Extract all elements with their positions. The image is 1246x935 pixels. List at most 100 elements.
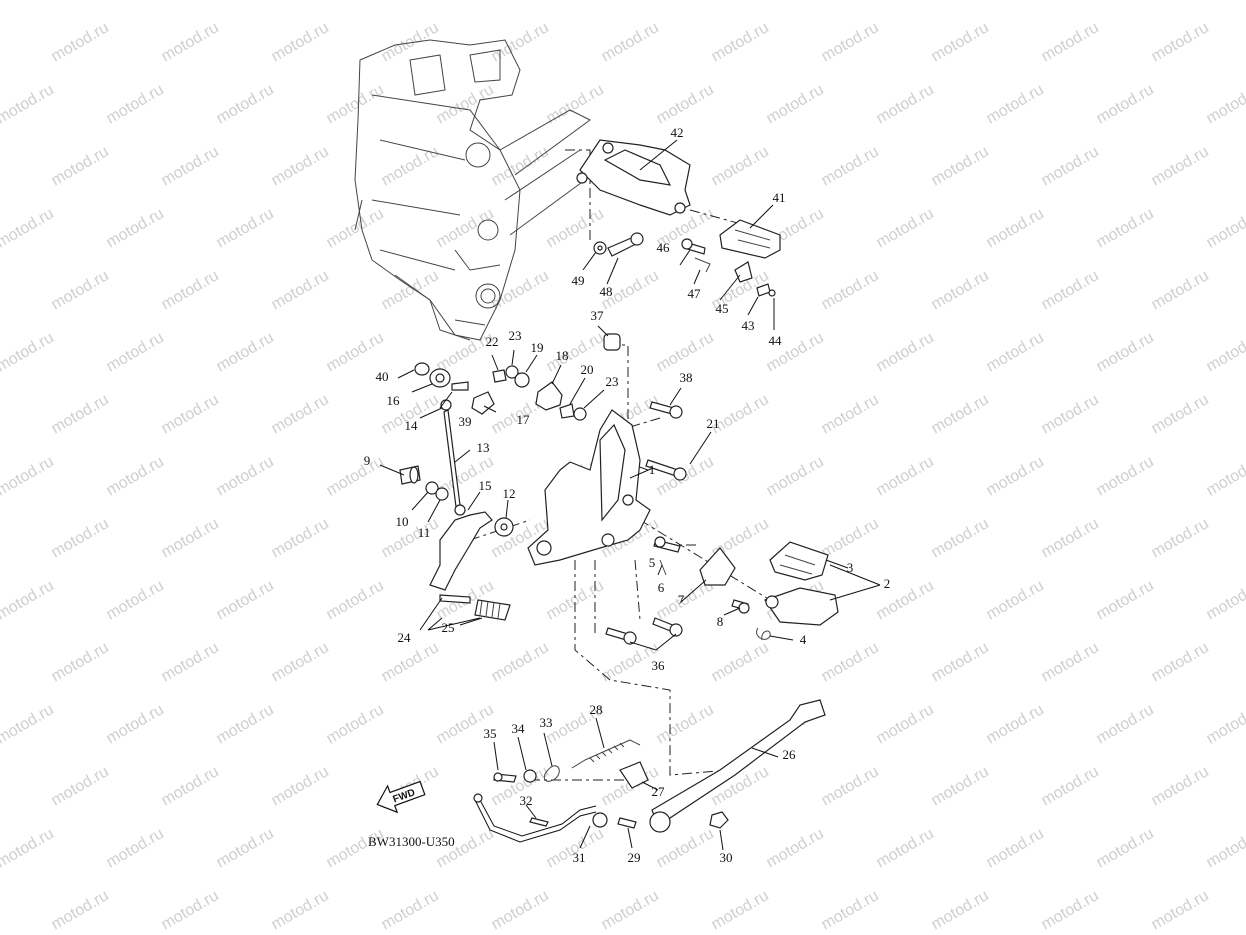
watermark-text: motod.ru (324, 81, 387, 127)
watermark-text: motod.ru (1039, 515, 1102, 561)
part-label-2: 2 (884, 576, 891, 591)
watermark-text: motod.ru (1204, 453, 1246, 499)
part-label-11: 11 (418, 525, 431, 540)
watermark-text: motod.ru (324, 701, 387, 747)
watermark-text: motod.ru (1204, 825, 1246, 871)
watermark-text: motod.ru (214, 81, 277, 127)
watermark-text: motod.ru (379, 887, 442, 933)
watermark-text: motod.ru (214, 453, 277, 499)
watermark-text: motod.ru (104, 329, 167, 375)
watermark-text: motod.ru (379, 143, 442, 189)
watermark-text: motod.ru (0, 205, 57, 251)
watermark-text: motod.ru (104, 825, 167, 871)
watermark-text: motod.ru (929, 267, 992, 313)
part-label-45: 45 (716, 301, 729, 316)
watermark-text: motod.ru (0, 81, 57, 127)
watermark-text: motod.ru (984, 81, 1047, 127)
watermark-text: motod.ru (1094, 701, 1157, 747)
part-label-10: 10 (396, 514, 409, 529)
watermark-text: motod.ru (874, 701, 937, 747)
watermark-text: motod.ru (874, 0, 937, 3)
watermark-text: motod.ru (1039, 143, 1102, 189)
watermark-text: motod.ru (104, 205, 167, 251)
part-label-23: 23 (509, 328, 522, 343)
part-label-40: 40 (376, 369, 389, 384)
part-label-32: 32 (520, 793, 533, 808)
watermark-text: motod.ru (1094, 0, 1157, 3)
diagram-code: BW31300-U350 (368, 834, 455, 849)
watermark-text: motod.ru (1204, 205, 1246, 251)
watermark-text: motod.ru (159, 639, 222, 685)
watermark-text: motod.ru (269, 19, 332, 65)
part-label-14: 14 (405, 418, 419, 433)
watermark-text: motod.ru (159, 143, 222, 189)
frame-drawing (354, 39, 591, 341)
part-label-22: 22 (486, 334, 499, 349)
watermark-text: motod.ru (764, 0, 827, 3)
watermark-text: motod.ru (929, 887, 992, 933)
watermark-text: motod.ru (324, 0, 387, 3)
watermark-text: motod.ru (1204, 81, 1246, 127)
part-label-33: 33 (540, 715, 553, 730)
watermark-text: motod.ru (1149, 639, 1212, 685)
watermark-text: motod.ru (269, 639, 332, 685)
watermark-text: motod.ru (819, 267, 882, 313)
watermark-text: motod.ru (379, 639, 442, 685)
watermark-text: motod.ru (654, 81, 717, 127)
watermark-text: motod.ru (269, 267, 332, 313)
watermark-text: motod.ru (324, 453, 387, 499)
watermark-text: motod.ru (214, 577, 277, 623)
watermark-text: motod.ru (1149, 19, 1212, 65)
part-label-49: 49 (572, 273, 585, 288)
part-label-25: 25 (442, 620, 455, 635)
watermark-text: motod.ru (929, 639, 992, 685)
watermark-text: motod.ru (1039, 19, 1102, 65)
watermark-text: motod.ru (214, 701, 277, 747)
watermark-text: motod.ru (379, 19, 442, 65)
watermark-text: motod.ru (1149, 515, 1212, 561)
part-label-27: 27 (652, 784, 666, 799)
leader-lines (379, 139, 881, 851)
watermark-text: motod.ru (1204, 0, 1246, 3)
watermark-text: motod.ru (0, 267, 2, 313)
watermark-text: motod.ru (489, 639, 552, 685)
watermark-text: motod.ru (709, 639, 772, 685)
watermark-text: motod.ru (654, 701, 717, 747)
part-label-3: 3 (847, 560, 854, 575)
watermark-text: motod.ru (764, 81, 827, 127)
part-label-41: 41 (773, 190, 786, 205)
part-label-23: 23 (606, 374, 619, 389)
part-label-43: 43 (742, 318, 755, 333)
watermark-text: motod.ru (1149, 763, 1212, 809)
watermark-text: motod.ru (984, 453, 1047, 499)
part-label-13: 13 (477, 440, 490, 455)
watermark-text: motod.ru (49, 763, 112, 809)
watermark-text: motod.ru (1094, 205, 1157, 251)
part-label-34: 34 (512, 721, 526, 736)
watermark-text: motod.ru (874, 205, 937, 251)
watermark-text: motod.ru (159, 391, 222, 437)
watermark-text: motod.ru (1149, 887, 1212, 933)
watermark-text: motod.ru (929, 515, 992, 561)
part-label-16: 16 (387, 393, 401, 408)
part-label-24: 24 (398, 630, 412, 645)
watermark-text: motod.ru (544, 329, 607, 375)
watermark-text: motod.ru (984, 0, 1047, 3)
watermark-text: motod.ru (1094, 825, 1157, 871)
watermark-text: motod.ru (1149, 143, 1212, 189)
part-label-47: 47 (688, 286, 702, 301)
watermark-text: motod.ru (104, 0, 167, 3)
watermark-text: motod.ru (0, 143, 2, 189)
watermark-text: motod.ru (709, 19, 772, 65)
part-label-30: 30 (720, 850, 733, 865)
watermark-text: motod.ru (489, 267, 552, 313)
watermark-text: motod.ru (159, 887, 222, 933)
watermark-text: motod.ru (1204, 577, 1246, 623)
watermark-text: motod.ru (1039, 267, 1102, 313)
part-label-8: 8 (717, 614, 724, 629)
watermark-text: motod.ru (929, 391, 992, 437)
watermark-text: motod.ru (984, 825, 1047, 871)
watermark-text: motod.ru (0, 639, 2, 685)
watermark-text: motod.ru (984, 329, 1047, 375)
